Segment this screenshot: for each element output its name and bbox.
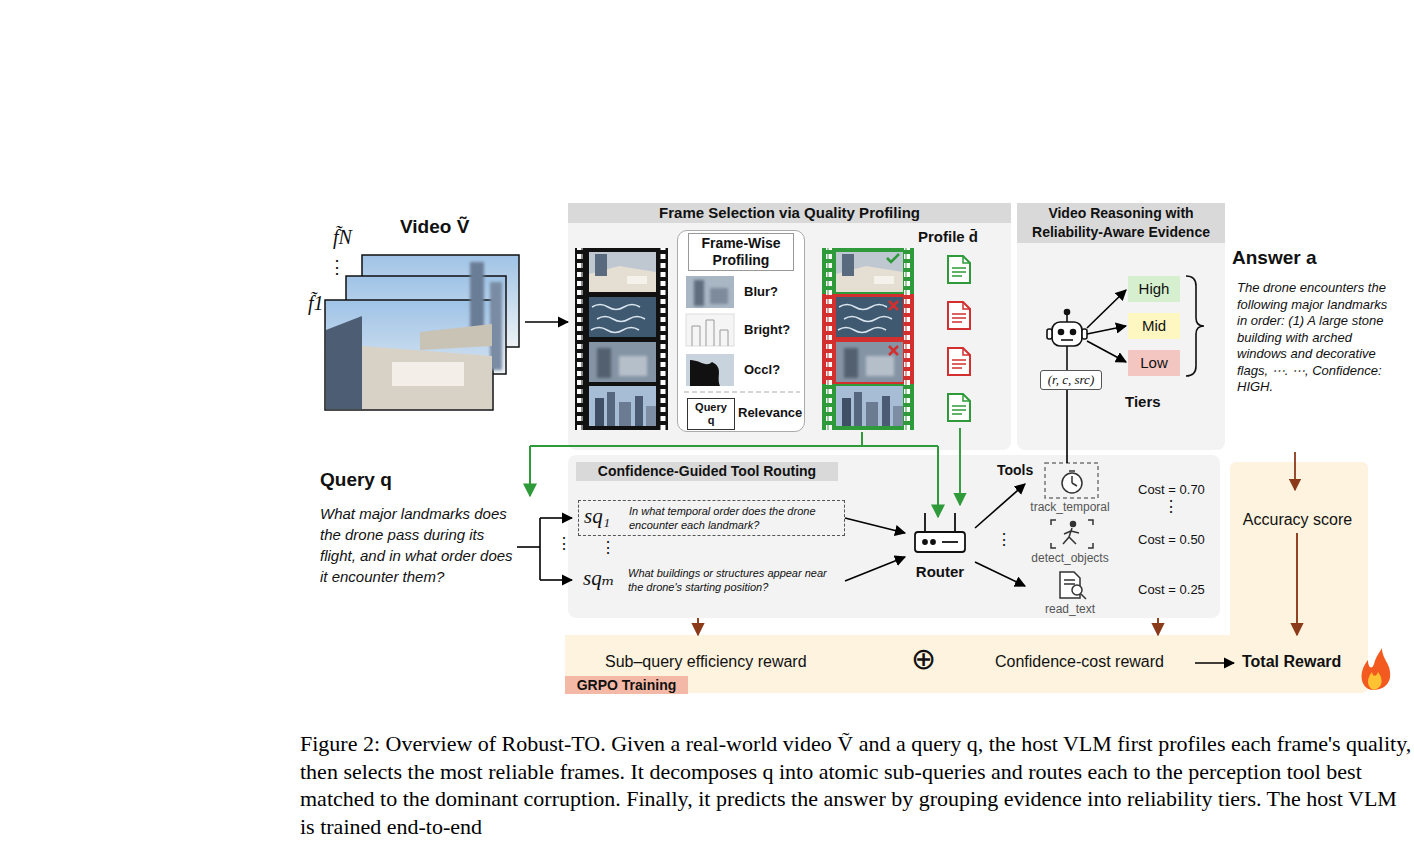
tool-node: track_temporal [1025, 463, 1115, 515]
node-text: GRPO Training [565, 676, 688, 694]
connector [845, 557, 905, 581]
reward-panel [1230, 462, 1368, 642]
tier-arrows [1087, 290, 1126, 362]
connector [975, 484, 1025, 528]
node-text: Blur? [744, 284, 778, 299]
flame-icon [1362, 648, 1391, 690]
ellipsis: ⋮ [328, 256, 346, 278]
connector [1296, 533, 1298, 635]
selection-wires [530, 432, 938, 517]
node-text: Query q [688, 401, 734, 427]
tool-node: read_text [1025, 570, 1115, 617]
answer-text: The drone encounters the following major… [1237, 280, 1389, 396]
node-text: In what temporal order does the drone en… [629, 504, 839, 532]
cost-label: Cost = 0.25 [1138, 582, 1205, 597]
ellipsis: ⋮ [556, 534, 572, 553]
input-filmstrip [575, 248, 668, 430]
node-text: Frame-Wise Profiling [688, 233, 794, 271]
node-text: Video Reasoning with Reliability-Aware E… [1017, 203, 1225, 243]
connector [975, 562, 1025, 586]
tools-label: Tools [997, 462, 1033, 478]
node-text: track_temporal [1025, 500, 1115, 514]
ellipsis: ⋮ [1163, 497, 1179, 516]
node-text: Total Reward [1242, 653, 1341, 671]
node-text: What buildings or structures appear near… [628, 566, 838, 594]
node-text: Low [1128, 350, 1180, 376]
connector [525, 321, 568, 323]
router-node: Router [905, 505, 975, 585]
sub-query-box: sq₁ In what temporal order does the drone… [578, 500, 845, 536]
connector [1066, 390, 1068, 463]
ellipsis: ⋮ [996, 530, 1012, 549]
profiling-box: Frame-Wise ProfilingBlur? Bright? Occl? Rel… [677, 230, 805, 432]
tool-node: detect_objects [1025, 518, 1115, 566]
query-box: Query q [687, 398, 735, 430]
ellipsis: ⋮ [600, 538, 616, 557]
node-text: sq₁ [584, 504, 610, 529]
tier-high: High [1128, 276, 1180, 302]
node-text: High [1128, 276, 1180, 302]
frame-selection-panel: Frame Selection via Quality ProfilingFra… [568, 203, 1011, 450]
profile-documents [948, 256, 970, 421]
query-heading: Query q [320, 469, 392, 491]
evidence-tuple: (r, c, src) [1040, 370, 1102, 390]
profile-docs: Profile d̄ [918, 228, 980, 428]
connector [697, 618, 699, 635]
video-stack [325, 255, 519, 410]
answer-heading: Answer a [1232, 247, 1316, 269]
total-arrow [1195, 662, 1234, 664]
answer-arrow [1294, 452, 1296, 490]
tool-icons [1045, 463, 1098, 599]
node-text: Router [905, 563, 975, 580]
tier-low: Low [1128, 350, 1180, 376]
node-text: Occl? [744, 362, 780, 377]
tier-mid: Mid [1128, 313, 1180, 339]
node-text: sqₘ [583, 566, 615, 591]
connector [845, 518, 905, 533]
connector [959, 428, 961, 505]
connector [1157, 618, 1159, 635]
node-text: detect_objects [1025, 551, 1115, 565]
routing-panel: Confidence-Guided Tool Routing sq₁ In what… [568, 455, 1220, 618]
node-text: Relevance [738, 405, 802, 420]
training-tag: GRPO Training [565, 676, 688, 694]
router-icon [915, 513, 965, 552]
node-text: ⊕ [911, 641, 936, 676]
tiers-label: Tiers [1125, 393, 1161, 410]
profiling-thumbnails [684, 276, 800, 392]
reward-band: Sub–query efficiency reward ⊕ Confidence-c… [565, 635, 1368, 693]
sub-query-box: sqₘ What buildings or structures appear n… [578, 562, 845, 600]
node-text: Sub–query efficiency reward [605, 653, 807, 671]
reasoning-panel: Video Reasoning with Reliability-Aware E… [1017, 203, 1225, 450]
node-text: (r, c, src) [1041, 371, 1101, 389]
frame-label: f̃N [333, 226, 352, 249]
node-text: Mid [1128, 313, 1180, 339]
tier-bracket [1186, 276, 1204, 376]
robot-icon [1047, 310, 1087, 371]
node-text: Bright? [744, 322, 790, 337]
node-text: Confidence-cost reward [995, 653, 1164, 671]
node-text: Frame Selection via Quality Profiling [568, 203, 1011, 223]
node-text: Profile d̄ [918, 228, 978, 245]
accuracy-score: Accuracy score [1235, 507, 1360, 533]
node-text: Accuracy score [1235, 507, 1360, 533]
frame-label: f̃1 [308, 292, 324, 315]
query-split [517, 518, 572, 580]
cost-label: Cost = 0.70 [1138, 482, 1205, 497]
node-text: Video Ṽ [400, 216, 469, 238]
query-text: What major landmarks does the drone pass… [320, 503, 515, 587]
selected-filmstrip [822, 248, 914, 430]
node-text: read_text [1025, 602, 1115, 616]
figure-caption: Figure 2: Overview of Robust-TO. Given a… [300, 730, 1412, 840]
cost-label: Cost = 0.50 [1138, 532, 1205, 547]
node-text: Confidence-Guided Tool Routing [576, 462, 838, 481]
